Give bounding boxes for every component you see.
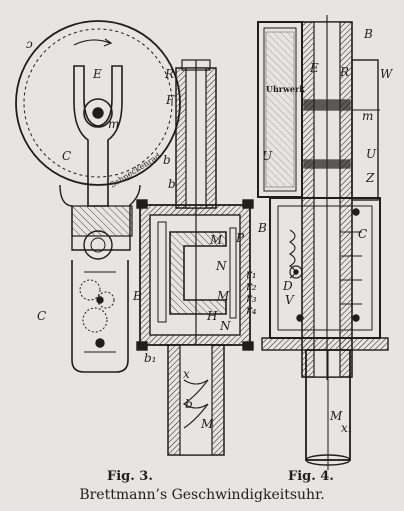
gear-train bbox=[83, 230, 113, 260]
part-label: ɔ bbox=[26, 37, 33, 51]
part-label: b bbox=[168, 177, 176, 191]
part-label: m bbox=[108, 117, 119, 131]
fig4-drawing bbox=[257, 15, 389, 470]
part-label: M bbox=[216, 289, 230, 303]
fig3-caption: Fig. 3. bbox=[107, 469, 153, 484]
fig3-drawing bbox=[15, 20, 254, 456]
part-label: B bbox=[257, 221, 267, 235]
part-label: M bbox=[209, 233, 223, 247]
part-label: E bbox=[92, 67, 102, 81]
part-label: M bbox=[200, 417, 214, 431]
part-label: B bbox=[132, 289, 142, 303]
part-label: F bbox=[165, 93, 175, 107]
part-label: C bbox=[62, 149, 71, 163]
part-label: U bbox=[262, 149, 273, 163]
part-label: r₄ bbox=[246, 303, 257, 317]
part-label: E bbox=[309, 61, 319, 75]
part-label: r₃ bbox=[246, 291, 257, 305]
part-label: P bbox=[235, 231, 245, 245]
fig4-caption: Fig. 4. bbox=[288, 469, 334, 484]
part-label: M bbox=[329, 409, 343, 423]
part-label: C bbox=[37, 309, 46, 323]
part-label: m bbox=[362, 109, 373, 123]
part-label: H bbox=[206, 309, 218, 323]
part-label: r₂ bbox=[246, 279, 257, 293]
part-label: U bbox=[366, 147, 377, 161]
part-label: Z bbox=[365, 171, 375, 185]
inscription-schneckenrad: Schneckenrad bbox=[108, 151, 162, 189]
inscription-uhrwerk: Uhrwerk bbox=[266, 84, 305, 94]
part-label: N bbox=[215, 259, 227, 273]
part-label: b bbox=[163, 153, 171, 167]
part-label: b₁ bbox=[144, 351, 157, 365]
part-label: x₁ bbox=[341, 421, 353, 435]
magnet bbox=[169, 231, 227, 315]
part-label: x bbox=[183, 367, 190, 381]
part-label: R bbox=[339, 65, 349, 79]
wheel-hub bbox=[83, 98, 113, 128]
part-label: V bbox=[285, 293, 295, 307]
part-label: b bbox=[185, 397, 193, 411]
part-label: r₁ bbox=[246, 267, 257, 281]
fork-lever bbox=[73, 65, 123, 207]
part-label: D bbox=[282, 279, 293, 293]
figure-title: Brettmann’s Geschwindigkeitsuhr. bbox=[79, 487, 325, 503]
part-label: C bbox=[358, 227, 367, 241]
part-label: W bbox=[380, 67, 394, 81]
part-label: N bbox=[219, 319, 231, 333]
part-label: B bbox=[363, 27, 373, 41]
part-label: R bbox=[164, 67, 174, 81]
